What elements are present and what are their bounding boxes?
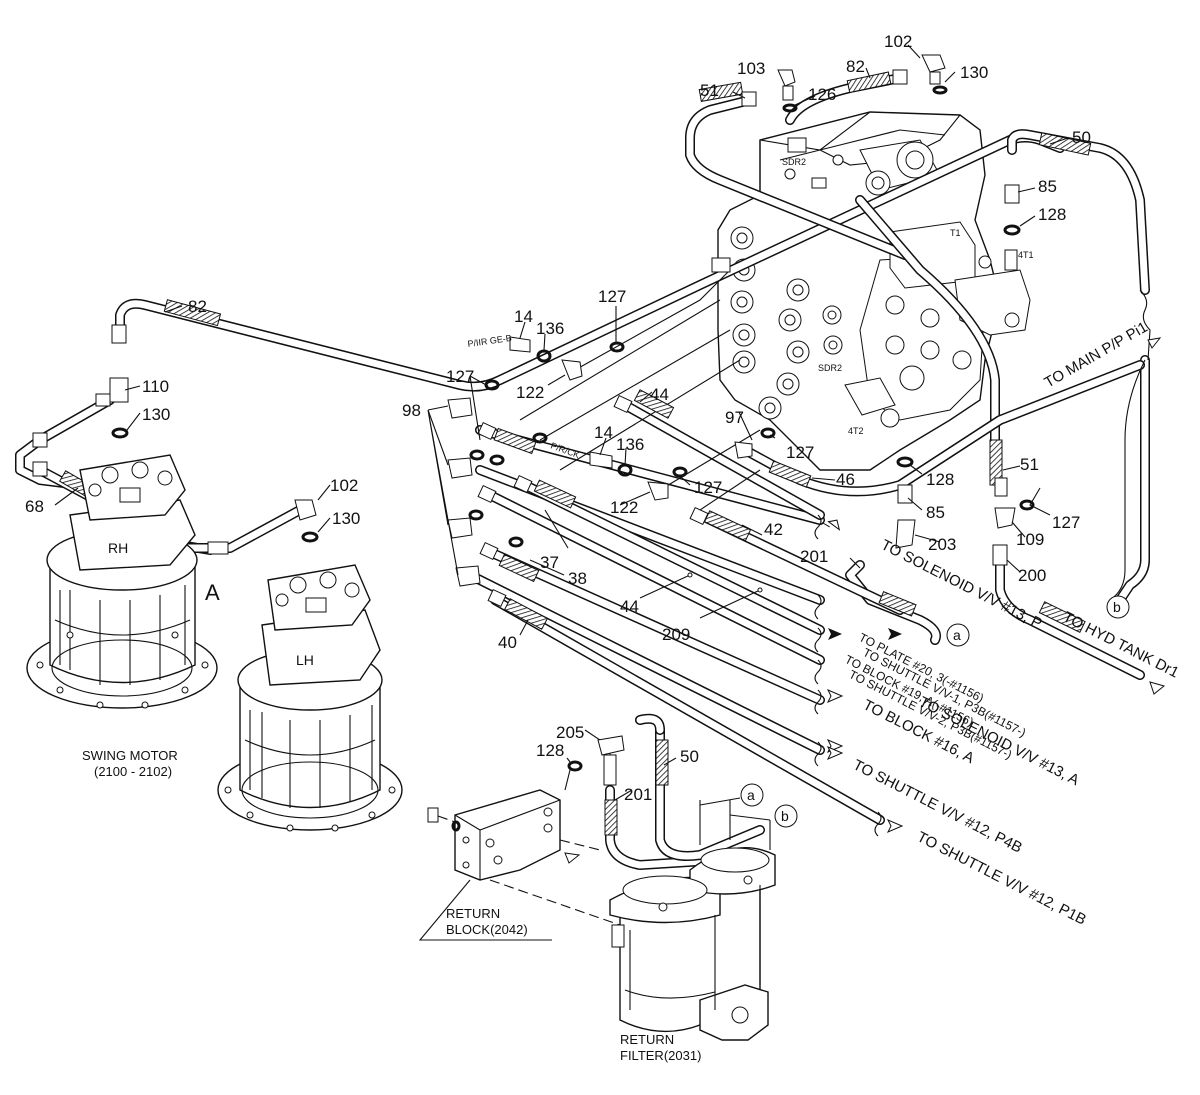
leader-lines bbox=[54, 44, 1151, 837]
stamp-sdr2: SDR2 bbox=[782, 157, 806, 167]
callout-128-mid: 128 bbox=[926, 470, 954, 489]
callout-46: 46 bbox=[836, 470, 855, 489]
callout-110: 110 bbox=[142, 377, 169, 396]
callout-130-left: 130 bbox=[142, 405, 170, 424]
return-block bbox=[418, 760, 621, 941]
callout-42: 42 bbox=[764, 520, 783, 539]
swing-motor-rh: RH bbox=[26, 454, 218, 709]
callout-128-low: 128 bbox=[536, 741, 564, 760]
callout-127-a: 127 bbox=[598, 287, 626, 306]
callout-127-c: 127 bbox=[694, 478, 722, 497]
callout-102-mid: 102 bbox=[330, 476, 358, 495]
captions: SWING MOTOR (2100 - 2102) RETURN BLOCK(2… bbox=[82, 748, 701, 1063]
callout-201-b: 201 bbox=[624, 785, 652, 804]
marker-a-right: a bbox=[953, 627, 961, 643]
stamp-lh: LH bbox=[296, 652, 314, 668]
callout-38: 38 bbox=[568, 569, 587, 588]
fittings: P/IIR GE-B P/R/CK bbox=[32, 54, 1035, 608]
caption-swing-motor-range: (2100 - 2102) bbox=[94, 764, 172, 779]
callout-98: 98 bbox=[402, 401, 421, 420]
main-control-valve: SDR2 T1 4T1 SDR2 4T2 bbox=[717, 111, 1034, 471]
callout-50-right: 50 bbox=[1072, 128, 1091, 147]
hose-lines bbox=[15, 73, 1150, 870]
part-callouts: 103 102 82 130 51 126 50 85 128 82 110 1… bbox=[25, 32, 1091, 804]
flow-arrows bbox=[564, 337, 1166, 864]
callout-209: 209 bbox=[662, 625, 690, 644]
stamp-t1: T1 bbox=[950, 228, 961, 238]
callout-102-top: 102 bbox=[884, 32, 912, 51]
caption-return-block: RETURN bbox=[446, 906, 500, 921]
callout-200: 200 bbox=[1018, 566, 1046, 585]
svg-text:P/IIR GE-B: P/IIR GE-B bbox=[467, 333, 512, 349]
callout-127-d: 127 bbox=[786, 443, 814, 462]
caption-return-filter: RETURN bbox=[620, 1032, 674, 1047]
swing-motor-lh: LH bbox=[217, 564, 403, 832]
marker-b-low: b bbox=[781, 808, 789, 824]
callout-14-b: 14 bbox=[594, 423, 613, 442]
callout-44-a: 44 bbox=[650, 385, 669, 404]
callout-128-right: 128 bbox=[1038, 205, 1066, 224]
callout-130-mid: 130 bbox=[332, 509, 360, 528]
view-label-a: A bbox=[205, 580, 220, 605]
stamp-sdr2-mid: SDR2 bbox=[818, 363, 842, 373]
callout-201-a: 201 bbox=[800, 547, 828, 566]
callout-68: 68 bbox=[25, 497, 44, 516]
caption-return-filter-part: FILTER(2031) bbox=[620, 1048, 701, 1063]
callout-50-low: 50 bbox=[680, 747, 699, 766]
callout-136-b: 136 bbox=[616, 435, 644, 454]
callout-82-top: 82 bbox=[846, 57, 865, 76]
callout-85-mid: 85 bbox=[926, 503, 945, 522]
circle-markers: a b a b bbox=[740, 595, 1130, 828]
callout-14-a: 14 bbox=[514, 307, 533, 326]
callout-51-right: 51 bbox=[1020, 455, 1039, 474]
stamp-rh: RH bbox=[108, 540, 128, 556]
callout-122-b: 122 bbox=[610, 498, 638, 517]
marker-a-low: a bbox=[747, 787, 755, 803]
callout-126: 126 bbox=[808, 85, 836, 104]
stamp-4t1: 4T1 bbox=[1018, 250, 1034, 260]
callout-82-left: 82 bbox=[188, 297, 207, 316]
callout-122-a: 122 bbox=[516, 383, 544, 402]
caption-swing-motor: SWING MOTOR bbox=[82, 748, 178, 763]
callout-40: 40 bbox=[498, 633, 517, 652]
callout-85-right: 85 bbox=[1038, 177, 1057, 196]
callout-127-b: 127 bbox=[446, 367, 474, 386]
callout-203: 203 bbox=[928, 535, 956, 554]
callout-51-top: 51 bbox=[700, 81, 719, 100]
callout-44-b: 44 bbox=[620, 597, 639, 616]
callout-130-top: 130 bbox=[960, 63, 988, 82]
stamp-4t2: 4T2 bbox=[848, 426, 864, 436]
callout-136-a: 136 bbox=[536, 319, 564, 338]
callout-97: 97 bbox=[725, 408, 744, 427]
callout-205: 205 bbox=[556, 723, 584, 742]
marker-b-right: b bbox=[1113, 599, 1121, 615]
callout-127-e: 127 bbox=[1052, 513, 1080, 532]
return-filter bbox=[609, 797, 776, 1041]
caption-return-block-part: BLOCK(2042) bbox=[446, 922, 528, 937]
callout-37: 37 bbox=[540, 553, 559, 572]
callout-103: 103 bbox=[737, 59, 765, 78]
callout-109: 109 bbox=[1016, 530, 1044, 549]
